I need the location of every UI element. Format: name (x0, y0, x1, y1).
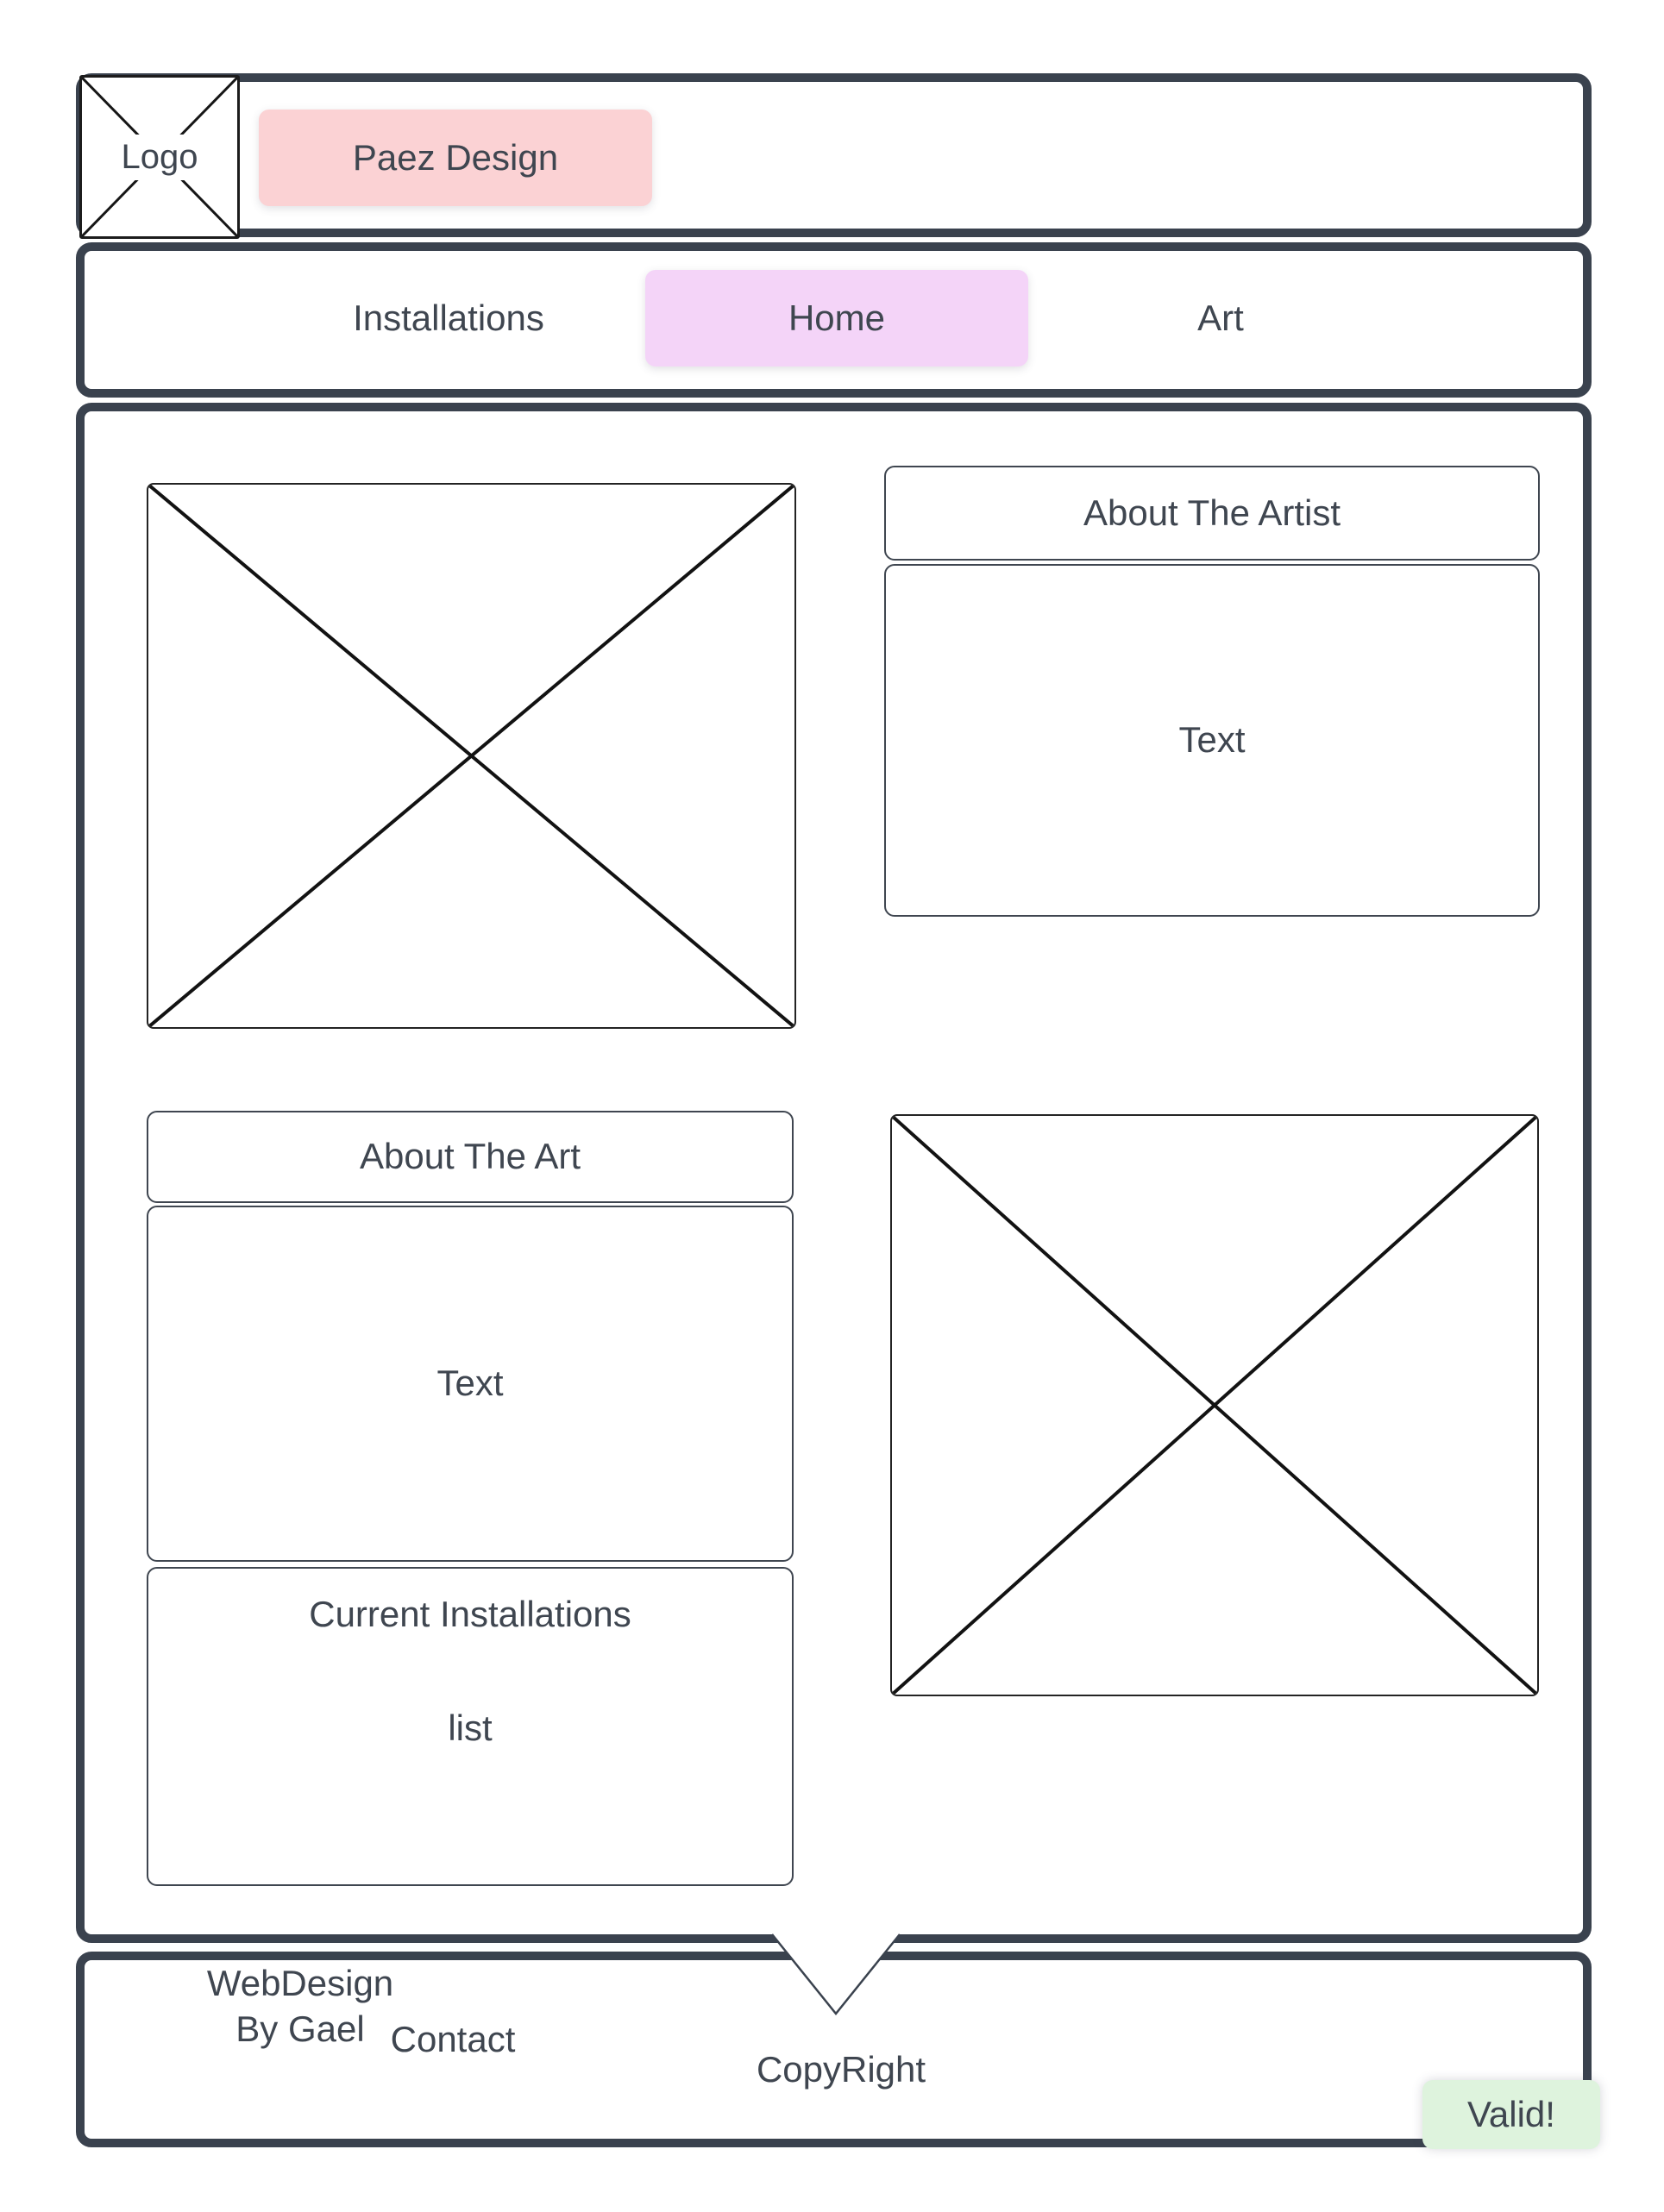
brand-label: Paez Design (352, 136, 559, 178)
about-artist-title: About The Artist (1083, 492, 1341, 533)
about-art-text-panel: Text (147, 1206, 794, 1562)
hero-image-placeholder (147, 483, 796, 1029)
current-installations-panel: Current Installations list (147, 1567, 794, 1886)
logo-placeholder[interactable]: Logo (79, 75, 240, 239)
about-art-title: About The Art (359, 1136, 581, 1177)
x-cross-icon (148, 485, 794, 1027)
logo-label: Logo (110, 134, 209, 180)
header-bar: Logo Paez Design (76, 73, 1592, 239)
current-installations-title: Current Installations (309, 1594, 631, 1634)
nav-item-home-label: Home (788, 297, 886, 338)
about-art-text: Text (436, 1363, 504, 1404)
nav-item-installations[interactable]: Installations (353, 297, 544, 338)
valid-badge-button[interactable]: Valid! (1422, 2080, 1600, 2149)
nav-item-art[interactable]: Art (1197, 297, 1244, 338)
footer-credit-line2: By Gael (235, 2008, 365, 2049)
nav-item-home-active[interactable]: Home (645, 270, 1028, 367)
footer-bar: Contact CopyRight WebDesign By Gael Vali… (76, 1952, 1600, 2149)
about-artist-text-panel: Text (884, 564, 1540, 917)
footer-credit-line1: WebDesign (206, 1963, 394, 2003)
brand-chip: Paez Design (259, 110, 652, 206)
footer-copyright-label: CopyRight (756, 2048, 926, 2090)
about-artist-text: Text (1178, 719, 1246, 761)
footer-credit: WebDesign By Gael (85, 1960, 516, 2052)
about-art-header: About The Art (147, 1111, 794, 1203)
pointer-triangle-icon (770, 1933, 901, 2017)
main-content-area: About The Artist Text About The Art Text… (76, 403, 1592, 1943)
about-artist-header: About The Artist (884, 466, 1540, 561)
nav-bar: Installations Home Art (76, 242, 1592, 398)
footer-link-contact[interactable]: Contact (390, 2018, 516, 2059)
art-image-placeholder (890, 1114, 1539, 1696)
x-cross-icon (892, 1116, 1537, 1695)
current-installations-list: list (448, 1708, 493, 1748)
valid-badge-label: Valid! (1467, 2093, 1555, 2134)
